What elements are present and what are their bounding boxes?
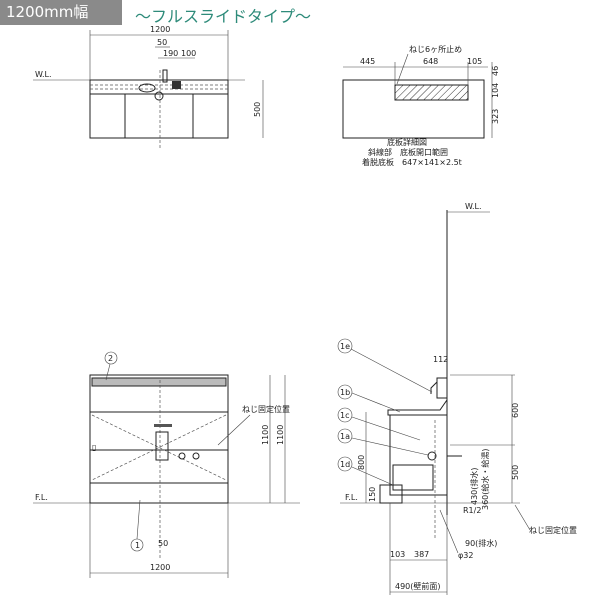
dim-width: 1200 — [150, 25, 170, 34]
bottom-plate-detail: 445 648 105 ねじ6ヶ所止め 46 104 323 底板詳細図 斜線部… — [342, 44, 500, 167]
phi32-label: φ32 — [458, 551, 473, 560]
callout-1c: 1c — [340, 411, 350, 420]
width-badge: 1200mm幅 — [0, 0, 122, 25]
callout-1e: 1e — [340, 342, 350, 351]
dim-490: 490(壁前面) — [395, 581, 441, 591]
screw-note: ねじ6ヶ所止め — [409, 44, 462, 54]
dim-height-2: 1100 — [276, 425, 285, 445]
dim-103: 103 — [390, 550, 405, 559]
page-title: ～フルスライドタイプ～ — [135, 7, 312, 26]
hatched-opening — [394, 84, 469, 101]
callout-1a: 1a — [340, 432, 350, 441]
callout-1: 1 — [135, 541, 140, 550]
dim-100: 100 — [181, 49, 196, 58]
fl-label-side: F.L. — [345, 493, 358, 502]
dim-387: 387 — [414, 550, 429, 559]
callouts: 1e 1b 1c 1a 1d — [337, 338, 433, 486]
caption-plate: 着脱底板 647×141×2.5t — [362, 157, 462, 167]
screw-note-front: ねじ固定位置 — [242, 404, 290, 414]
screw-note-side: ねじ固定位置 — [529, 525, 577, 535]
dim-90: 90(排水) — [465, 538, 497, 548]
fl-label: F.L. — [35, 493, 48, 502]
dim-50-front: 50 — [158, 539, 168, 548]
dim-190: 190 — [163, 49, 178, 58]
caption-hatch: 斜線部 底板開口範囲 — [368, 147, 448, 157]
dim-112: 112 — [433, 355, 448, 364]
dim-104: 104 — [491, 83, 500, 98]
r12-label: R1/2 — [463, 506, 481, 515]
dim-600: 600 — [511, 403, 520, 418]
wl-label-side: W.L. — [465, 202, 482, 211]
side-view: W.L. F.L. 600 500 112 800 150 430(排水) 36… — [337, 202, 577, 595]
dim-360: 360(給水・給湯) — [480, 448, 490, 510]
caption-title: 底板詳細図 — [387, 137, 427, 147]
front-view: F.L. ▯ 1100 1100 ねじ固定位置 1200 50 2 1 — [33, 351, 300, 578]
dim-105: 105 — [467, 57, 482, 66]
dim-46: 46 — [491, 66, 500, 76]
dim-50: 50 — [157, 38, 167, 47]
dim-width-front: 1200 — [150, 563, 170, 572]
callout-2: 2 — [108, 354, 113, 363]
dim-648: 648 — [423, 57, 438, 66]
dim-150: 150 — [368, 487, 377, 502]
plan-view: W.L. 1200 50 190 100 500 — [33, 25, 264, 148]
dim-height-1: 1100 — [261, 425, 270, 445]
dim-323: 323 — [491, 109, 500, 124]
svg-text:▯: ▯ — [92, 443, 96, 452]
wl-label: W.L. — [35, 70, 52, 79]
dim-depth: 500 — [253, 102, 262, 117]
dim-800: 800 — [357, 455, 366, 470]
callout-1d: 1d — [340, 460, 350, 469]
dim-430: 430(排水) — [469, 467, 479, 505]
dim-445: 445 — [360, 57, 375, 66]
faucet-mixer — [172, 81, 181, 89]
dim-500: 500 — [511, 465, 520, 480]
callout-1b: 1b — [340, 388, 350, 397]
